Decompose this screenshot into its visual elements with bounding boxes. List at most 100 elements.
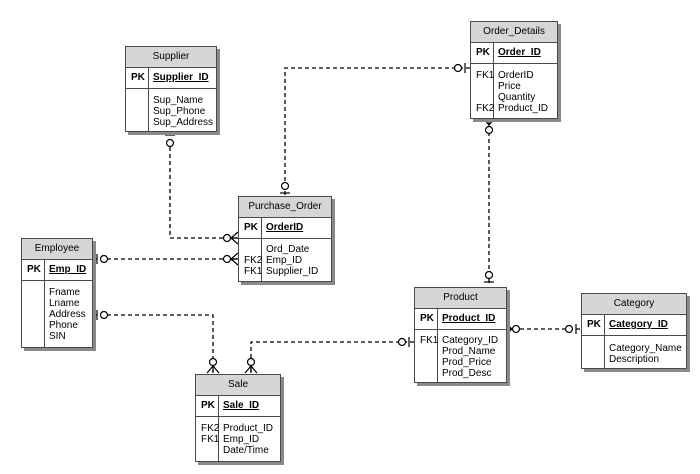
entity-body: Fname Lname Address Phone SIN xyxy=(22,281,92,347)
primary-key-row: PK Product_ID xyxy=(415,309,506,330)
field: Quantity xyxy=(498,92,536,103)
pk-field: Sale_ID xyxy=(223,400,260,411)
rel-supplier-purchase-order xyxy=(169,140,237,239)
field-list: Category_ID Prod_Name Prod_Price Prod_De… xyxy=(442,335,498,379)
field: Address xyxy=(49,309,86,320)
entity-title: Employee xyxy=(22,239,92,260)
entity-title: Category xyxy=(582,294,686,315)
key xyxy=(420,357,438,368)
pk-field: OrderID xyxy=(266,222,304,233)
field-list: Category_Name Description xyxy=(609,343,682,365)
primary-key-row: PK Sale_ID xyxy=(196,396,280,417)
column-divider xyxy=(437,308,438,382)
entity-purchase-order[interactable]: Purchase_Order PK OrderID FK2 FK1 Ord_Da… xyxy=(238,196,332,282)
field: Phone xyxy=(49,320,78,331)
field: Description xyxy=(609,354,660,365)
optional-circle xyxy=(564,324,574,334)
optional-circle xyxy=(484,125,494,135)
pk-label: PK xyxy=(244,222,258,233)
optional-circle xyxy=(453,63,463,73)
entity-sale[interactable]: Sale PK Sale_ID FK2 FK1 Product_ID Emp_I… xyxy=(195,374,281,462)
optional-circle xyxy=(246,357,256,367)
entity-order-details[interactable]: Order_Details PK Order_ID FK1 FK2 OrderI… xyxy=(470,21,558,119)
field: Sup_Name xyxy=(153,95,204,106)
pk-label: PK xyxy=(201,400,215,411)
field-list: Ord_Date Emp_ID Supplier_ID xyxy=(266,244,318,277)
entity-title: Order_Details xyxy=(471,22,557,43)
pk-label: PK xyxy=(131,72,145,83)
entity-body: FK2 FK1 Ord_Date Emp_ID Supplier_ID xyxy=(239,239,331,281)
field: SIN xyxy=(49,331,66,342)
key: FK1 xyxy=(476,70,495,81)
entity-body: FK1 Category_ID Prod_Name Prod_Price Pro… xyxy=(415,330,506,382)
field: Prod_Price xyxy=(442,357,492,368)
pk-label: PK xyxy=(587,319,601,330)
field: Prod_Name xyxy=(442,346,496,357)
column-divider xyxy=(148,67,149,131)
field: Category_ID xyxy=(442,335,499,346)
key: FK1 xyxy=(244,266,263,277)
entity-title: Sale xyxy=(196,375,280,396)
pk-label: PK xyxy=(27,264,41,275)
pk-label: PK xyxy=(476,47,490,58)
field: Emp_ID xyxy=(266,255,303,266)
crow-foot xyxy=(482,117,496,126)
column-divider xyxy=(604,314,605,368)
entity-supplier[interactable]: Supplier PK Supplier_ID Sup_Name Sup_Pho… xyxy=(125,46,217,132)
key xyxy=(476,81,494,92)
key xyxy=(244,244,262,255)
crow-foot xyxy=(244,365,258,374)
optional-circle xyxy=(397,337,407,347)
column-divider xyxy=(218,395,219,461)
key: FK2 xyxy=(476,103,495,114)
field: Date/Time xyxy=(223,445,269,456)
entity-category[interactable]: Category PK Category_ID Category_Name De… xyxy=(581,293,687,369)
crow-foot xyxy=(230,231,239,245)
key-list: FK2 FK1 xyxy=(244,244,262,277)
field: Sup_Phone xyxy=(153,106,206,117)
optional-circle xyxy=(280,181,290,191)
entity-title: Purchase_Order xyxy=(239,197,331,218)
key: FK2 xyxy=(244,255,263,266)
field: Prod_Desc xyxy=(442,368,492,379)
field-list: Product_ID Emp_ID Date/Time xyxy=(223,423,273,456)
primary-key-row: PK OrderID xyxy=(239,218,331,239)
optional-circle xyxy=(208,357,218,367)
key: FK2 xyxy=(201,423,220,434)
entity-title: Product xyxy=(415,288,506,309)
crow-foot xyxy=(230,252,239,266)
optional-circle xyxy=(484,270,494,280)
optional-circle xyxy=(222,254,232,264)
pk-field: Product_ID xyxy=(442,313,496,324)
field: Supplier_ID xyxy=(266,266,319,277)
optional-circle xyxy=(511,324,521,334)
entity-employee[interactable]: Employee PK Emp_ID Fname Lname Address P… xyxy=(21,238,93,348)
entity-body: Category_Name Description xyxy=(582,336,686,368)
field: Price xyxy=(498,81,521,92)
entity-body: FK2 FK1 Product_ID Emp_ID Date/Time xyxy=(196,417,280,461)
key-list: FK1 xyxy=(420,335,438,379)
primary-key-row: PK Category_ID xyxy=(582,315,686,336)
key: FK1 xyxy=(420,335,439,346)
primary-key-row: PK Order_ID xyxy=(471,43,557,64)
field: OrderID xyxy=(498,70,534,81)
key xyxy=(476,92,494,103)
pk-field: Order_ID xyxy=(498,47,541,58)
field-list: OrderID Price Quantity Product_ID xyxy=(498,70,548,114)
key-list: FK2 FK1 xyxy=(201,423,219,456)
field-list: Sup_Name Sup_Phone Sup_Address xyxy=(153,95,213,128)
optional-circle xyxy=(99,310,109,320)
primary-key-row: PK Emp_ID xyxy=(22,260,92,281)
entity-body: FK1 FK2 OrderID Price Quantity Product_I… xyxy=(471,64,557,118)
key xyxy=(420,346,438,357)
key xyxy=(201,445,219,456)
entity-title: Supplier xyxy=(126,47,216,68)
entity-product[interactable]: Product PK Product_ID FK1 Category_ID Pr… xyxy=(414,287,507,383)
key: FK1 xyxy=(201,434,220,445)
entity-body: Sup_Name Sup_Phone Sup_Address xyxy=(126,89,216,131)
column-divider xyxy=(261,217,262,281)
field: Ord_Date xyxy=(266,244,310,255)
field: Emp_ID xyxy=(223,434,260,445)
rel-employee-sale xyxy=(93,314,214,372)
field: Product_ID xyxy=(223,423,274,434)
